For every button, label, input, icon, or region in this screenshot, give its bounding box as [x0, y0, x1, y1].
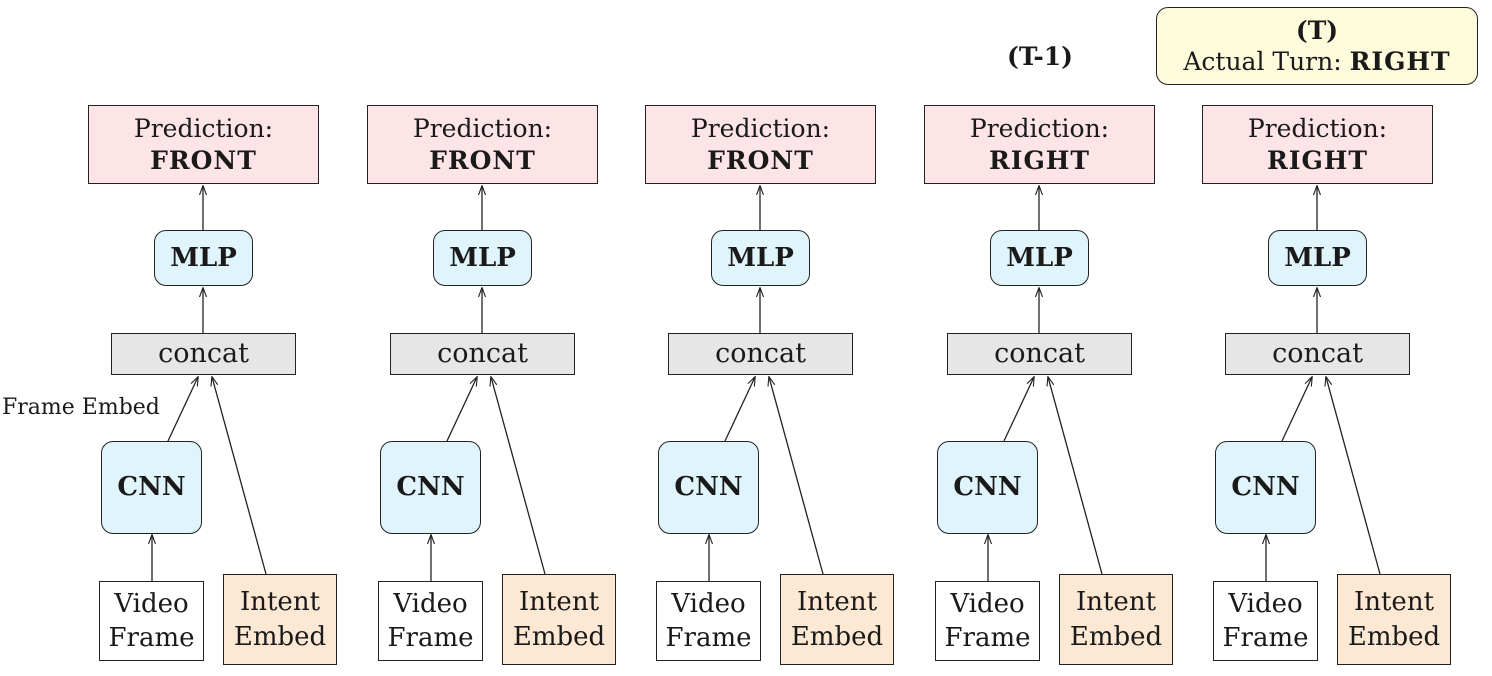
arrow-intent-to-concat: [1048, 377, 1103, 575]
cnn-block: CNN: [380, 441, 481, 534]
video-frame-line-1: Video: [1228, 588, 1303, 619]
concat-block: concat: [668, 333, 853, 375]
video-frame-line-2: Frame: [944, 623, 1031, 653]
time-label-previous: (T-1): [1007, 42, 1073, 71]
actual-turn-label: Actual Turn:: [1183, 47, 1342, 76]
actual-turn-line: Actual Turn: RIGHT: [1183, 46, 1450, 77]
prediction-box: Prediction:FRONT: [645, 105, 876, 184]
video-frame-line-2: Frame: [665, 623, 752, 653]
concat-block: concat: [947, 333, 1132, 375]
prediction-box: Prediction:FRONT: [367, 105, 598, 184]
prediction-value: FRONT: [707, 145, 814, 175]
intent-embed-line-1: Intent: [1353, 587, 1435, 618]
actual-turn-value: RIGHT: [1349, 47, 1451, 76]
prediction-box: Prediction:FRONT: [88, 105, 319, 184]
prediction-label: Prediction:: [133, 114, 274, 144]
mlp-block: MLP: [154, 230, 253, 286]
prediction-box: Prediction:RIGHT: [1202, 105, 1433, 184]
intent-embed-line-1: Intent: [518, 587, 600, 618]
time-label-current: (T): [1295, 15, 1339, 45]
intent-embed-line-2: Embed: [512, 621, 606, 652]
mlp-block: MLP: [711, 230, 810, 286]
video-frame-line-2: Frame: [108, 623, 195, 653]
prediction-label: Prediction:: [690, 114, 831, 144]
arrow-cnn-to-concat: [446, 377, 477, 442]
video-frame-line-2: Frame: [1222, 623, 1309, 653]
cnn-block: CNN: [937, 441, 1038, 534]
prediction-value: RIGHT: [1266, 145, 1369, 175]
video-frame-line-2: Frame: [387, 623, 474, 653]
frame-embed-label: Frame Embed: [2, 395, 160, 420]
intent-embed-line-2: Embed: [1347, 621, 1441, 652]
mlp-block: MLP: [990, 230, 1089, 286]
intent-embed-line-2: Embed: [790, 621, 884, 652]
mlp-block: MLP: [433, 230, 532, 286]
concat-block: concat: [111, 333, 296, 375]
mlp-block: MLP: [1268, 230, 1367, 286]
prediction-value: RIGHT: [988, 145, 1091, 175]
video-frame-line-1: Video: [950, 588, 1025, 619]
prediction-value: FRONT: [429, 145, 536, 175]
arrow-cnn-to-concat: [1281, 377, 1312, 442]
prediction-value: FRONT: [150, 145, 257, 175]
arrow-cnn-to-concat: [724, 377, 755, 442]
cnn-block: CNN: [658, 441, 759, 534]
intent-embed-line-2: Embed: [1069, 621, 1163, 652]
intent-embed-line-2: Embed: [233, 621, 327, 652]
intent-embed-line-1: Intent: [239, 587, 321, 618]
cnn-block: CNN: [1215, 441, 1316, 534]
arrow-intent-to-concat: [1326, 377, 1381, 575]
intent-embed-line-1: Intent: [1075, 587, 1157, 618]
prediction-label: Prediction:: [412, 114, 553, 144]
prediction-label: Prediction:: [1247, 114, 1388, 144]
concat-block: concat: [1225, 333, 1410, 375]
intent-embed-line-1: Intent: [796, 587, 878, 618]
prediction-label: Prediction:: [969, 114, 1110, 144]
cnn-block: CNN: [101, 441, 202, 534]
actual-turn-box: (T) Actual Turn: RIGHT: [1156, 7, 1478, 85]
arrow-intent-to-concat: [212, 377, 267, 575]
concat-block: concat: [390, 333, 575, 375]
arrow-cnn-to-concat: [1003, 377, 1034, 442]
prediction-box: Prediction:RIGHT: [924, 105, 1155, 184]
arrow-intent-to-concat: [491, 377, 546, 575]
video-frame-line-1: Video: [114, 588, 189, 619]
video-frame-line-1: Video: [671, 588, 746, 619]
arrow-cnn-to-concat: [167, 377, 198, 442]
arrow-intent-to-concat: [769, 377, 824, 575]
video-frame-line-1: Video: [393, 588, 468, 619]
